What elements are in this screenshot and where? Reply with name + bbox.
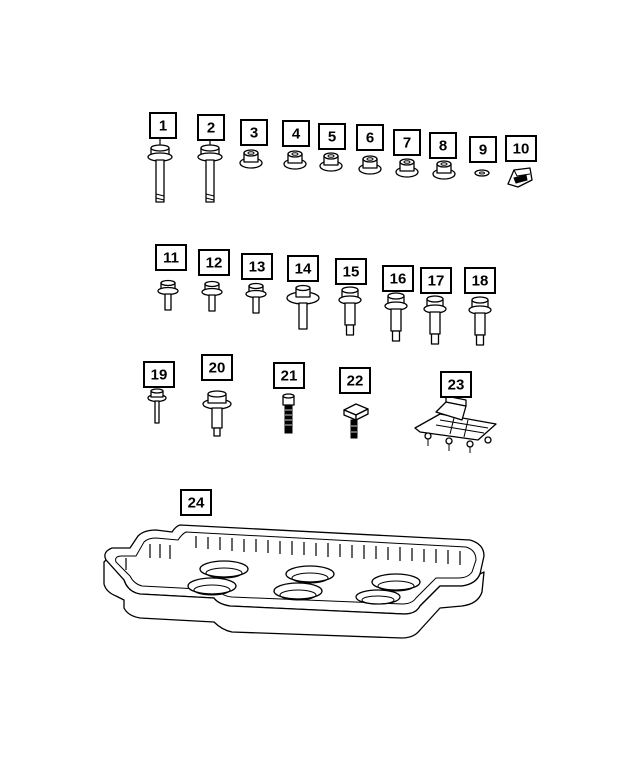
callout-13: 13 [241, 253, 273, 280]
callout-7: 7 [393, 129, 421, 156]
part-15-shoulder-bolt [338, 286, 362, 336]
part-9-washer [474, 169, 490, 177]
callout-24: 24 [180, 489, 212, 516]
callout-label: 24 [188, 495, 205, 512]
part-11-short-bolt [157, 279, 179, 311]
callout-label: 19 [151, 367, 168, 384]
callout-label: 21 [281, 368, 298, 385]
callout-label: 8 [439, 138, 447, 155]
callout-label: 11 [163, 250, 179, 267]
tray-holes [187, 560, 421, 605]
part-10-clip [507, 167, 533, 188]
callout-2: 2 [197, 114, 225, 141]
callout-label: 6 [366, 130, 374, 147]
part-17-shoulder-bolt [423, 295, 447, 345]
callout-label: 1 [159, 118, 167, 135]
callout-5: 5 [318, 123, 346, 150]
callout-label: 7 [403, 135, 411, 152]
callout-11: 11 [155, 244, 187, 271]
part-6-nut [358, 155, 382, 175]
callout-8: 8 [429, 132, 457, 159]
callout-label: 2 [207, 120, 215, 137]
callout-label: 18 [472, 273, 489, 290]
callout-9: 9 [469, 136, 497, 163]
callout-label: 17 [428, 273, 445, 290]
tray-ribs [125, 536, 461, 570]
callout-label: 13 [249, 259, 266, 276]
callout-label: 3 [250, 125, 258, 142]
callout-label: 12 [206, 255, 223, 272]
callout-label: 23 [448, 377, 465, 394]
part-21-threaded-stud [282, 393, 295, 434]
callout-21: 21 [273, 362, 305, 389]
callout-label: 20 [209, 360, 226, 377]
callout-4: 4 [282, 120, 310, 147]
part-16-shoulder-bolt [384, 292, 408, 342]
callout-label: 16 [390, 271, 407, 288]
part-2-long-bolt [197, 140, 223, 203]
callout-23: 23 [440, 371, 472, 398]
callout-14: 14 [287, 255, 319, 282]
part-23-bracket [414, 395, 497, 453]
callout-16: 16 [382, 265, 414, 292]
callout-label: 5 [328, 129, 336, 146]
callout-19: 19 [143, 361, 175, 388]
callout-label: 14 [295, 261, 312, 278]
part-19-washer-bolt [147, 388, 167, 424]
part-14-washer-bolt [286, 284, 320, 330]
part-5-nut [319, 152, 343, 172]
part-8-nut [432, 160, 456, 180]
callout-17: 17 [420, 267, 452, 294]
part-12-short-bolt [201, 280, 223, 312]
callout-label: 22 [347, 373, 364, 390]
callout-3: 3 [240, 119, 268, 146]
part-13-short-bolt [245, 282, 267, 314]
part-24-battery-tray [103, 524, 485, 639]
part-22-t-bolt [343, 403, 369, 439]
part-20-washer-bolt [202, 390, 232, 437]
callout-18: 18 [464, 267, 496, 294]
callout-12: 12 [198, 249, 230, 276]
callout-20: 20 [201, 354, 233, 381]
part-3-nut [239, 149, 263, 169]
part-7-nut [395, 158, 419, 178]
callout-22: 22 [339, 367, 371, 394]
part-4-nut [283, 150, 307, 170]
callout-label: 4 [292, 126, 301, 143]
callout-15: 15 [335, 258, 367, 285]
callout-10: 10 [505, 135, 537, 162]
part-18-shoulder-bolt [468, 296, 492, 346]
callout-label: 15 [343, 264, 360, 281]
callout-label: 10 [513, 141, 530, 158]
callout-6: 6 [356, 124, 384, 151]
callout-label: 9 [479, 142, 487, 159]
callout-1: 1 [149, 112, 177, 139]
part-1-long-bolt [147, 138, 173, 203]
